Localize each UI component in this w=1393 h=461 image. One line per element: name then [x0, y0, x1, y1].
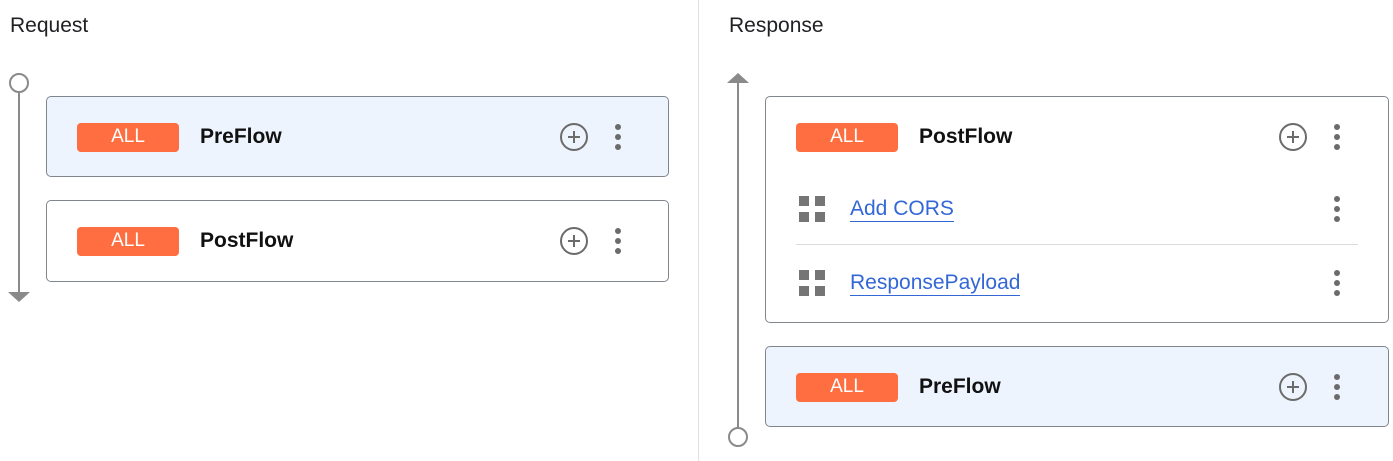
request-flow-preflow[interactable]: ALL PreFlow — [46, 96, 669, 177]
flow-name: PostFlow — [919, 125, 1013, 148]
add-circle-icon[interactable] — [1279, 373, 1307, 401]
add-circle-icon[interactable] — [1279, 123, 1307, 151]
request-title: Request — [10, 14, 89, 37]
flow-step: Add CORS — [766, 179, 1388, 239]
step-divider — [796, 244, 1358, 245]
condition-badge: ALL — [77, 226, 179, 256]
request-flow-postflow[interactable]: ALL PostFlow — [46, 200, 669, 282]
flow-step: ResponsePayload — [766, 253, 1388, 313]
arrow-down-icon — [8, 292, 30, 302]
more-vert-icon[interactable] — [614, 228, 622, 254]
timeline-line — [18, 93, 20, 293]
step-link[interactable]: ResponsePayload — [850, 270, 1021, 296]
arrow-up-icon — [727, 73, 749, 83]
response-flow-preflow[interactable]: ALL PreFlow — [765, 346, 1389, 427]
more-vert-icon[interactable] — [1333, 270, 1341, 296]
response-flow-postflow[interactable]: ALL PostFlow Add CORS ResponsePayload — [765, 96, 1389, 323]
condition-badge: ALL — [77, 122, 179, 152]
response-title: Response — [729, 14, 824, 37]
step-link[interactable]: Add CORS — [850, 196, 954, 222]
condition-badge: ALL — [796, 122, 898, 152]
panel-divider — [698, 0, 699, 461]
more-vert-icon[interactable] — [1333, 196, 1341, 222]
flow-name: PreFlow — [200, 125, 282, 148]
flow-name: PreFlow — [919, 375, 1001, 398]
timeline-line — [737, 82, 739, 428]
policy-step-icon — [799, 270, 825, 296]
timeline-start-icon — [728, 427, 748, 447]
more-vert-icon[interactable] — [1333, 374, 1341, 400]
add-circle-icon[interactable] — [560, 227, 588, 255]
timeline-start-icon — [9, 73, 29, 93]
more-vert-icon[interactable] — [1333, 124, 1341, 150]
condition-badge: ALL — [796, 372, 898, 402]
policy-step-icon — [799, 196, 825, 222]
more-vert-icon[interactable] — [614, 124, 622, 150]
add-circle-icon[interactable] — [560, 123, 588, 151]
flow-name: PostFlow — [200, 229, 294, 252]
